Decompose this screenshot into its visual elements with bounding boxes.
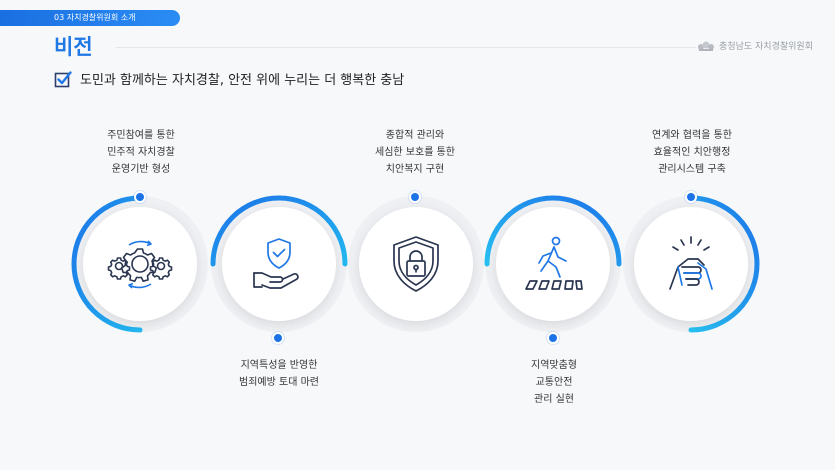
- ring-arc-1: [71, 195, 143, 333]
- goal-4-line-2: 교통안전: [535, 377, 573, 388]
- connector-dot-3: [409, 191, 421, 203]
- vision-statement: 도민과 함께하는 자치경찰, 안전 위에 누리는 더 행복한 충남: [54, 69, 404, 88]
- handshake-icon: [656, 229, 726, 299]
- org-name: 충청남도 자치경찰위원회: [719, 42, 813, 52]
- ring-arc-5: [688, 195, 760, 333]
- goal-text-2: 지역특성을 반영한 범죄예방 토대 마련: [204, 357, 354, 391]
- ring-arc-2: [210, 195, 348, 267]
- goal-4-line-3: 관리 실현: [534, 394, 574, 405]
- gears-icon: [105, 229, 175, 299]
- checkbox-icon: [54, 70, 72, 87]
- org-logo: 충청남도 자치경찰위원회: [697, 39, 813, 52]
- goal-2-line-2: 범죄예방 토대 마련: [239, 377, 319, 388]
- vision-text: 도민과 함께하는 자치경찰, 안전 위에 누리는 더 행복한 충남: [80, 73, 405, 88]
- pedestrian-crosswalk-icon: [518, 229, 588, 299]
- goal-text-5: 연계와 협력을 통한 효율적인 치안행정 관리시스템 구축: [617, 127, 767, 178]
- ring-inner-3: [359, 207, 473, 321]
- shield-lock-icon: [381, 229, 451, 299]
- goal-1-line-2: 민주적 자치경찰: [107, 147, 175, 158]
- goal-4-line-1: 지역맞춤형: [531, 360, 577, 371]
- ring-inner-2: [222, 207, 336, 321]
- connector-dot-1: [134, 191, 146, 203]
- hand-shield-icon: [244, 229, 314, 299]
- ring-inner-1: [83, 207, 197, 321]
- goal-5-line-3: 관리시스템 구축: [658, 164, 726, 175]
- connector-dot-5: [685, 191, 697, 203]
- ring-inner-5: [634, 207, 748, 321]
- goal-5-line-2: 효율적인 치안행정: [653, 147, 731, 158]
- goal-1-line-3: 운영기반 형성: [111, 164, 171, 175]
- goal-3-line-3: 치안복지 구현: [385, 164, 445, 175]
- connector-dot-2: [272, 332, 284, 344]
- connector-dot-4: [547, 332, 559, 344]
- ring-arc-4: [484, 195, 622, 267]
- goal-5-line-1: 연계와 협력을 통한: [652, 130, 732, 141]
- goal-1-line-1: 주민참여를 통한: [107, 130, 175, 141]
- goal-2-line-1: 지역특성을 반영한: [240, 360, 318, 371]
- section-label: 03 자치경찰위원회 소개: [54, 13, 136, 22]
- emblem-icon: [698, 41, 715, 51]
- section-tab: 03 자치경찰위원회 소개: [0, 10, 180, 26]
- goal-3-line-2: 세심한 보호를 통한: [375, 147, 455, 158]
- goal-text-4: 지역맞춤형 교통안전 관리 실현: [479, 357, 629, 408]
- goal-3-line-1: 종합적 관리와: [385, 130, 445, 141]
- goal-text-3: 종합적 관리와 세심한 보호를 통한 치안복지 구현: [340, 127, 490, 178]
- goal-text-1: 주민참여를 통한 민주적 자치경찰 운영기반 형성: [66, 127, 216, 178]
- title-divider: [116, 47, 696, 48]
- page-title: 비전: [54, 35, 93, 59]
